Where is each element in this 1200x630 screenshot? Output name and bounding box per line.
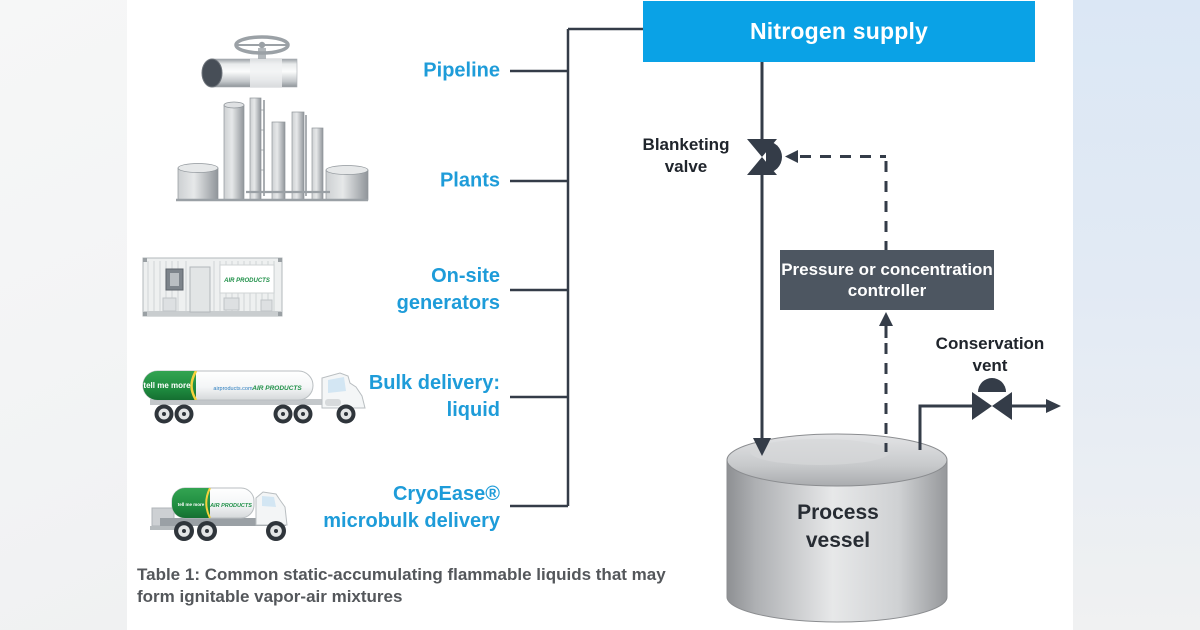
measurement-dashed-line: [879, 312, 893, 452]
vent-valve-dome: [978, 378, 1006, 392]
process-vessel-graphic: [726, 433, 948, 623]
container-brand-text: AIR PRODUCTS: [223, 278, 270, 284]
blanketing-valve-label: Blanketing valve: [642, 135, 730, 176]
vent-arrowhead-right: [1046, 399, 1061, 413]
container-logo-panel: [219, 264, 275, 294]
tanker-wheels: [154, 404, 356, 424]
source-label-cryoease: CryoEase® microbulk delivery: [323, 483, 500, 532]
nitrogen-supply-label: Nitrogen supply: [749, 18, 929, 44]
microbulk-slogan-text: tell me more: [178, 502, 205, 507]
valve-actuator: [766, 141, 782, 173]
bulk-tanker-illustration: tell me more airproducts.com AIR PRODUCT…: [142, 370, 366, 424]
controller-label: Pressure or concentration controller: [781, 260, 993, 300]
source-label-onsite-generators: On-site generators: [396, 265, 500, 314]
tanker-url-text: airproducts.com: [213, 386, 253, 392]
source-label-bulk-delivery: Bulk delivery: liquid: [368, 372, 500, 421]
conservation-vent-line: [918, 399, 1061, 450]
microbulk-brand-text: AIR PRODUCTS: [209, 503, 252, 509]
microbulk-wheels: [174, 521, 286, 541]
controller-box: Pressure or concentration controller: [780, 250, 994, 310]
nitrogen-flow-line: [753, 62, 771, 456]
signal-arrowhead-left: [785, 150, 798, 163]
onsite-generator-illustration: AIR PRODUCTS: [142, 257, 283, 317]
process-vessel-label: Process vessel: [797, 501, 879, 552]
conservation-vent-label: Conservation vent: [935, 334, 1045, 375]
blanketing-valve-symbol: [747, 139, 782, 175]
left-background-band: [0, 0, 127, 630]
tanker-brand-text: AIR PRODUCTS: [251, 385, 302, 392]
control-signal-dashed-line: [785, 150, 888, 250]
microbulk-truck-illustration: tell me more AIR PRODUCTS: [150, 487, 288, 541]
source-connector-lines: [510, 27, 643, 508]
flow-arrowhead-down: [753, 438, 771, 456]
signal-arrowhead-up: [879, 312, 893, 326]
right-background-band: [1073, 0, 1200, 630]
tanker-slogan-text: tell me more: [143, 381, 191, 390]
container-door: [189, 266, 211, 313]
plant-illustration: [176, 97, 369, 202]
nitrogen-supply-box: Nitrogen supply: [643, 1, 1035, 62]
source-label-plants: Plants: [439, 169, 500, 192]
pipeline-illustration: [201, 35, 298, 88]
conservation-vent-valve-symbol: [972, 378, 1012, 420]
table-caption: Table 1: Common static-accumulating flam…: [137, 565, 666, 606]
source-label-pipeline: Pipeline: [423, 59, 500, 82]
